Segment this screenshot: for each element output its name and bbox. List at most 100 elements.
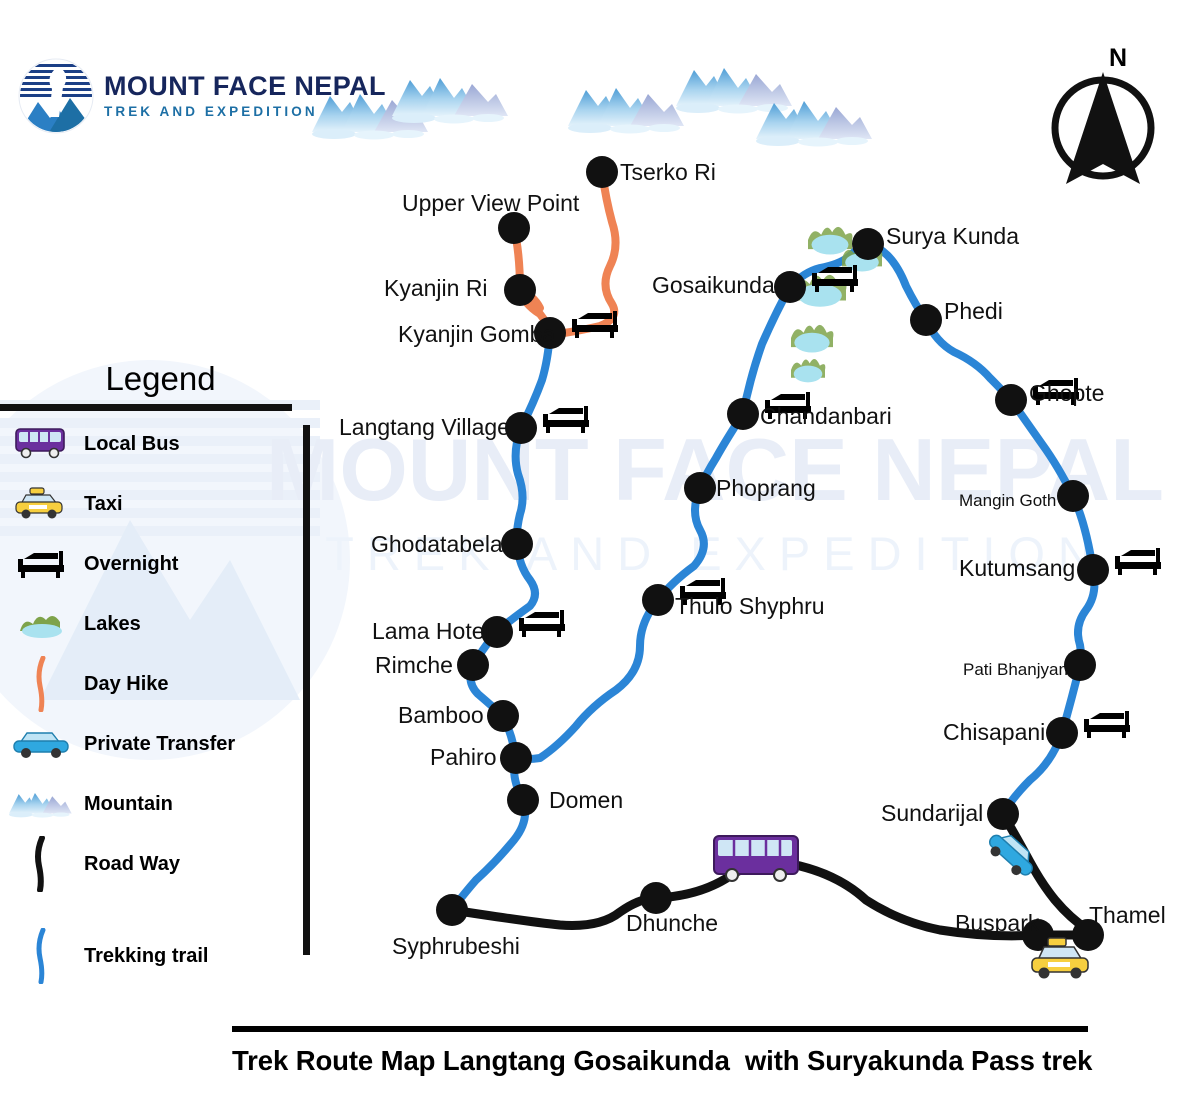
map-node-label: Pahiro: [430, 744, 496, 770]
map-node-label: Surya Kunda: [886, 223, 1019, 249]
mountain-climber-circle-logo: [18, 58, 94, 134]
map-node-marker[interactable]: [498, 212, 530, 244]
lake-icon: [808, 226, 853, 255]
map-node-marker[interactable]: [774, 271, 806, 303]
map-node-marker[interactable]: [910, 304, 942, 336]
map-node-label: Ghopte: [1029, 380, 1104, 406]
map-node-label: Thamel: [1089, 902, 1166, 928]
legend-item-mountain: Mountain: [0, 777, 305, 831]
map-node-marker[interactable]: [852, 228, 884, 260]
map-node-marker[interactable]: [727, 398, 759, 430]
map-node-label: Mangin Goth: [959, 491, 1056, 510]
map-node-marker[interactable]: [481, 616, 513, 648]
map-node-label: Buspark: [955, 910, 1040, 936]
map-node-label: Chisapani: [943, 719, 1045, 745]
car-icon: [0, 727, 84, 761]
compass-north-label: N: [1108, 44, 1128, 72]
map-node-marker[interactable]: [586, 156, 618, 188]
watermark-line1: MOUNT FACE NEPAL: [266, 420, 1164, 519]
map-node-marker[interactable]: [501, 528, 533, 560]
map-node-marker[interactable]: [987, 798, 1019, 830]
blue-trail-line-icon: [0, 928, 84, 984]
map-title-block: Trek Route Map Langtang Gosaikunda with …: [232, 1026, 1093, 1077]
legend-item-local-bus: Local Bus: [0, 417, 305, 471]
legend-item-road-way: Road Way: [0, 836, 305, 892]
map-node-marker[interactable]: [505, 412, 537, 444]
legend-label: Mountain: [84, 792, 173, 815]
brand-tagline: TREK AND EXPEDITION: [104, 104, 318, 120]
brand-name: MOUNT FACE NEPAL: [104, 71, 386, 102]
compass-north-arrow: [1051, 72, 1155, 184]
map-node-label: Kutumsang: [959, 555, 1075, 581]
map-node-label: Langtang Village: [339, 414, 510, 440]
map-node-label: Phedi: [944, 298, 1003, 324]
map-node-label: Lama Hotel: [372, 618, 490, 644]
map-node-label: Bamboo: [398, 702, 484, 728]
map-node-label: Phoprang: [716, 475, 816, 501]
legend-label: Local Bus: [84, 432, 180, 455]
map-node-marker[interactable]: [640, 882, 672, 914]
map-node-marker[interactable]: [1022, 919, 1054, 951]
map-node-marker[interactable]: [1057, 480, 1089, 512]
legend-label: Road Way: [84, 852, 180, 875]
map-node-label: Rimche: [375, 652, 453, 678]
legend-item-taxi: Taxi: [0, 477, 305, 531]
bed-icon: [1084, 711, 1130, 738]
legend-top-rule: [0, 404, 292, 411]
title-rule: [232, 1026, 1088, 1032]
map-node-marker[interactable]: [507, 784, 539, 816]
map-node-label: Syphrubeshi: [392, 933, 520, 959]
bus-icon: [0, 427, 84, 461]
legend-label: Lakes: [84, 612, 141, 635]
map-node-label: Thulo Shyphru: [675, 593, 825, 619]
orange-trail-line-icon: [0, 656, 84, 712]
map-node-label: Upper View Point: [402, 190, 580, 216]
map-node-marker[interactable]: [487, 700, 519, 732]
map-node-label: Ghodatabela: [371, 531, 503, 557]
map-title: Trek Route Map Langtang Gosaikunda with …: [232, 1045, 1093, 1076]
lake-icon: [791, 358, 826, 383]
legend-vertical-rule: [303, 425, 310, 955]
mountain-icon: [756, 101, 872, 147]
map-node-marker[interactable]: [642, 584, 674, 616]
map-node-label: Pati Bhanjyan: [963, 660, 1068, 679]
map-node-marker[interactable]: [1077, 554, 1109, 586]
mountain-icon: [392, 78, 508, 124]
lakes-layer: [790, 226, 883, 383]
map-node-label: Gosaikunda: [652, 272, 775, 298]
lake-icon: [0, 607, 84, 641]
map-node-marker[interactable]: [995, 384, 1027, 416]
map-node-marker[interactable]: [436, 894, 468, 926]
legend-item-overnight: Overnight: [0, 537, 305, 591]
legend-label: Private Transfer: [84, 732, 236, 755]
mountain-icon: [0, 787, 84, 821]
car-icon: [988, 834, 1033, 876]
lake-icon: [790, 324, 834, 353]
map-node-marker[interactable]: [457, 649, 489, 681]
map-node-marker[interactable]: [534, 317, 566, 349]
taxi-icon: [1031, 937, 1089, 979]
legend-heading: Legend: [105, 360, 216, 397]
map-node-label: Dhunche: [626, 910, 718, 936]
map-node-marker[interactable]: [1072, 919, 1104, 951]
map-node-label: Tserko Ri: [620, 159, 716, 185]
bed-icon: [1115, 548, 1161, 575]
map-node-marker[interactable]: [500, 742, 532, 774]
mountain-decorations: [312, 68, 872, 147]
map-node-label: Sundarijal: [881, 800, 983, 826]
brand-logo: MOUNT FACE NEPAL TREK AND EXPEDITION: [18, 58, 386, 134]
compass-rose: N: [1048, 44, 1188, 186]
legend-item-lakes: Lakes: [0, 597, 305, 651]
map-node-label: Chandanbari: [760, 403, 892, 429]
map-node-marker[interactable]: [504, 274, 536, 306]
legend-item-day-hike: Day Hike: [0, 656, 305, 712]
map-node-marker[interactable]: [1064, 649, 1096, 681]
taxi-icon: [0, 487, 84, 521]
map-node-label: Kyanjin Ri: [384, 275, 488, 301]
map-node-marker[interactable]: [1046, 717, 1078, 749]
map-node-marker[interactable]: [684, 472, 716, 504]
bus-icon: [713, 835, 799, 882]
legend-label: Overnight: [84, 552, 179, 575]
